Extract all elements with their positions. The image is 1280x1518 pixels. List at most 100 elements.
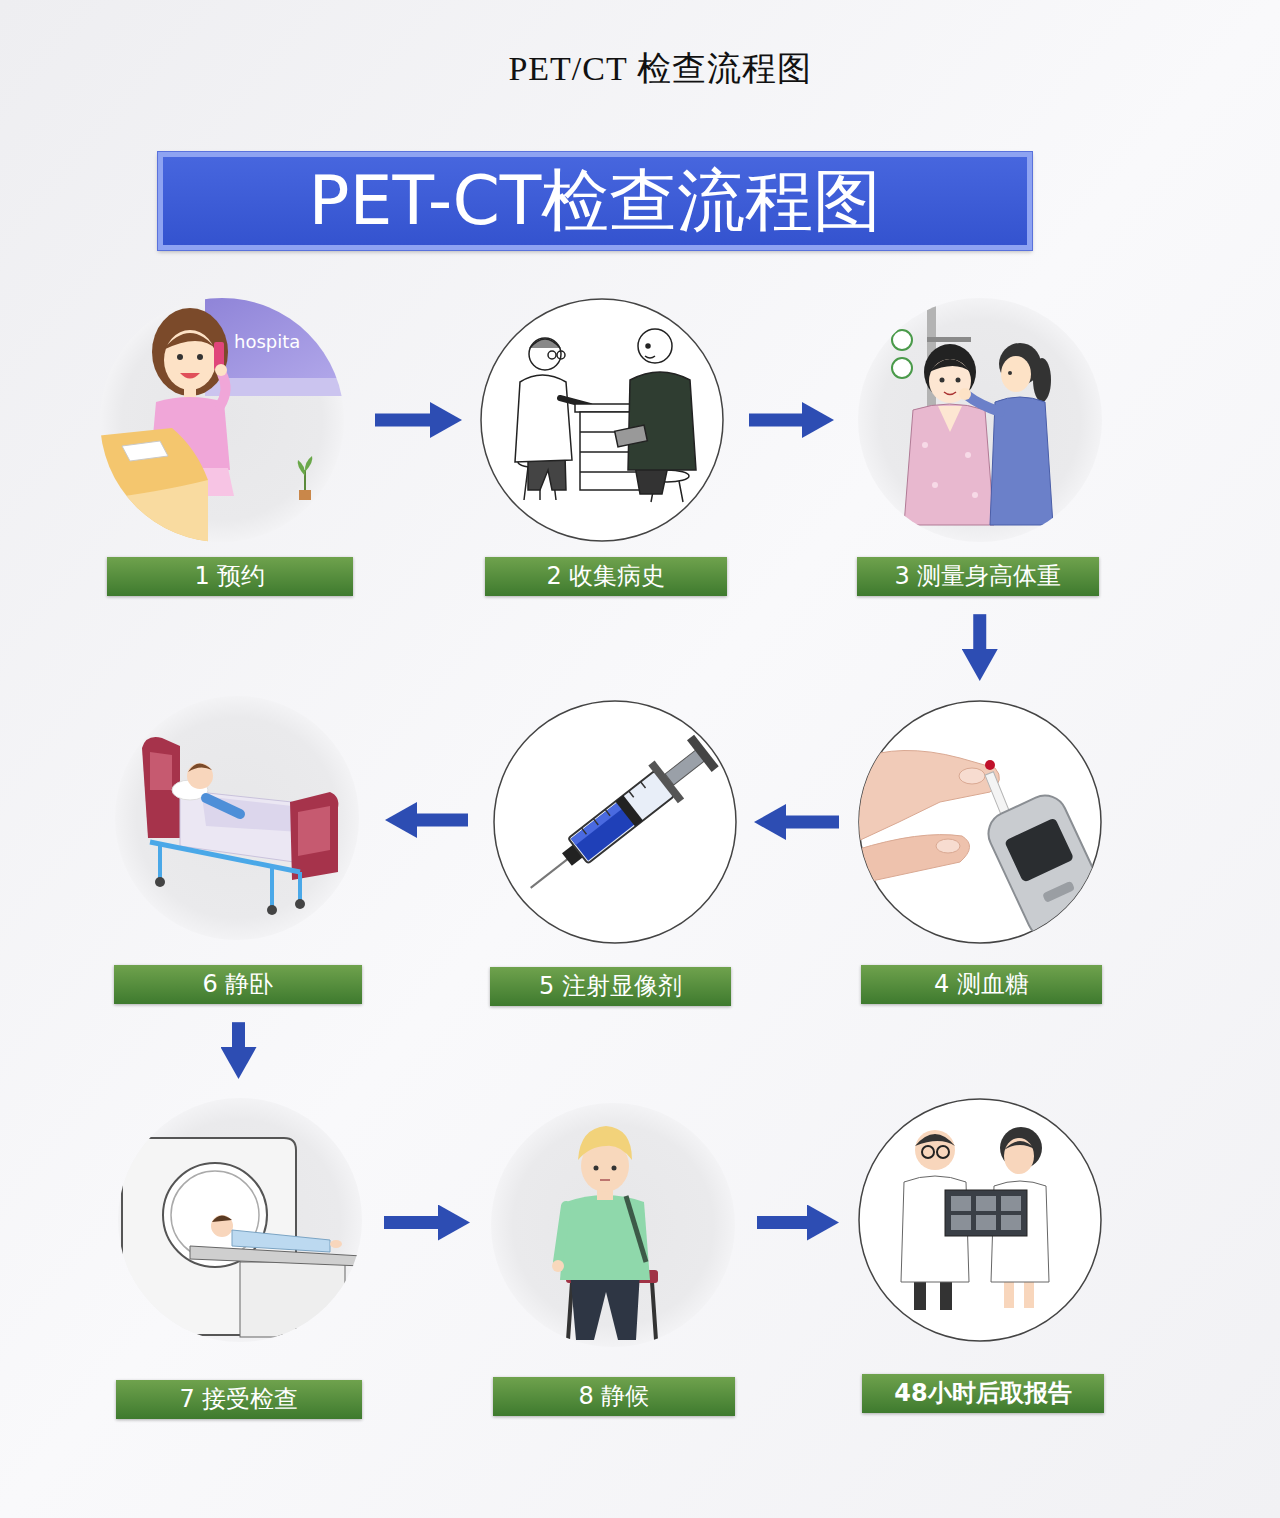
- reception-picture: [163, 333, 217, 350]
- bed-picture: [187, 763, 213, 789]
- report-picture: [940, 1278, 952, 1310]
- report-picture: [922, 1146, 934, 1158]
- reception-picture: [180, 373, 200, 379]
- bed-picture: [150, 842, 300, 872]
- report-picture: [976, 1196, 996, 1211]
- glucose-picture: [981, 788, 1112, 945]
- bed-picture: [202, 796, 300, 832]
- glucose-picture: [856, 701, 1113, 945]
- measuring-picture: [938, 406, 962, 432]
- report-picture: [915, 1130, 955, 1170]
- measuring-picture: [940, 378, 945, 383]
- step-node: 1 预约: [107, 298, 353, 596]
- bed-picture: [142, 737, 338, 915]
- glucose-picture: [985, 772, 1010, 816]
- bed-picture: [155, 877, 165, 887]
- glucose-picture: [981, 788, 1112, 945]
- glucose-picture: [985, 760, 995, 770]
- step-node: 7 接受检查: [116, 1098, 362, 1419]
- step-node: 4 测血糖: [861, 700, 1102, 1004]
- bed-picture: [267, 905, 277, 915]
- scanner-picture: [122, 1138, 362, 1337]
- reception-picture: [164, 330, 216, 390]
- reception-picture: [205, 298, 355, 378]
- measuring-picture: [1008, 371, 1012, 375]
- measuring-picture: [929, 359, 971, 403]
- reception-picture: [177, 354, 183, 360]
- measuring-picture: [959, 388, 971, 400]
- consultation-picture: [628, 372, 696, 470]
- reception-picture: [220, 374, 226, 406]
- reception-picture: [95, 480, 208, 560]
- report-picture: [859, 1099, 1101, 1341]
- step-label: 6 静卧: [122, 969, 354, 1000]
- sign-text: hospita: [234, 331, 300, 353]
- step-label: 2 收集病史: [493, 561, 719, 592]
- step-node: 3 测量身高体重: [857, 298, 1099, 596]
- measuring-picture: [1001, 356, 1031, 392]
- waiting-picture: [491, 1103, 735, 1347]
- step-node: 8 静候: [493, 1103, 735, 1416]
- scanner-picture: [211, 1215, 233, 1237]
- measuring-picture: [922, 442, 928, 448]
- glucose-picture: [1004, 817, 1074, 882]
- waiting-picture: [600, 1179, 610, 1181]
- reception-picture: [95, 428, 208, 560]
- syringe-picture: [516, 732, 721, 907]
- consultation-picture: [481, 299, 723, 541]
- bed-picture: [290, 792, 338, 880]
- consultation-picture: [557, 351, 565, 359]
- page-title: PET/CT 检查流程图: [0, 46, 1280, 92]
- flow-arrow: [749, 414, 803, 427]
- report-picture: [859, 1099, 1101, 1341]
- measuring-picture: [927, 337, 971, 342]
- measuring-picture: [858, 298, 1102, 542]
- step-label-band: 8 静候: [493, 1377, 735, 1416]
- flow-arrow: [416, 814, 468, 827]
- reception-picture: [215, 364, 227, 376]
- reception-picture: [197, 354, 203, 360]
- waiting-picture: [594, 1166, 599, 1171]
- report-picture: [937, 1146, 949, 1158]
- reception-picture: [298, 460, 305, 476]
- step-node: 5 注射显像剂: [490, 700, 731, 1006]
- waiting-picture: [491, 1103, 735, 1347]
- measuring-picture: [972, 492, 978, 498]
- reception-picture: [152, 308, 228, 396]
- syringe-picture: [494, 701, 736, 943]
- glucose-picture: [856, 750, 999, 842]
- waiting-picture: [552, 1126, 658, 1340]
- consultation-picture: [548, 351, 556, 359]
- report-picture: [1001, 1196, 1021, 1211]
- step-label: 48小时后取报告: [870, 1378, 1096, 1409]
- flow-arrow: [232, 1022, 245, 1048]
- report-picture: [951, 1215, 971, 1230]
- step-node: 6 静卧: [114, 696, 362, 1004]
- consultation-picture: [646, 344, 650, 348]
- flow-arrow: [785, 816, 839, 829]
- syringe-picture: [687, 735, 719, 772]
- bed-picture: [150, 752, 172, 790]
- consultation-picture: [530, 339, 560, 348]
- measuring-picture: [892, 298, 1053, 525]
- step-node: 2 收集病史: [485, 298, 727, 596]
- reception-picture: [305, 456, 312, 472]
- flow-arrow: [757, 1216, 808, 1229]
- flow-arrow: [973, 614, 986, 650]
- consultation-picture: [529, 338, 561, 370]
- report-picture: [915, 1134, 955, 1146]
- report-picture: [914, 1278, 926, 1310]
- glucose-picture: [959, 768, 985, 784]
- step-label-band: 5 注射显像剂: [490, 967, 731, 1006]
- bed-picture: [295, 899, 305, 909]
- bed-picture: [298, 806, 330, 856]
- step-label: 5 注射显像剂: [498, 971, 723, 1002]
- step-label-band: 7 接受检查: [116, 1380, 362, 1419]
- waiting-picture: [570, 1272, 640, 1340]
- scanner-picture: [330, 1240, 342, 1248]
- waiting-picture: [560, 1195, 650, 1280]
- consultation-picture: [638, 329, 672, 363]
- report-picture: [976, 1215, 996, 1230]
- waiting-picture: [552, 1260, 564, 1272]
